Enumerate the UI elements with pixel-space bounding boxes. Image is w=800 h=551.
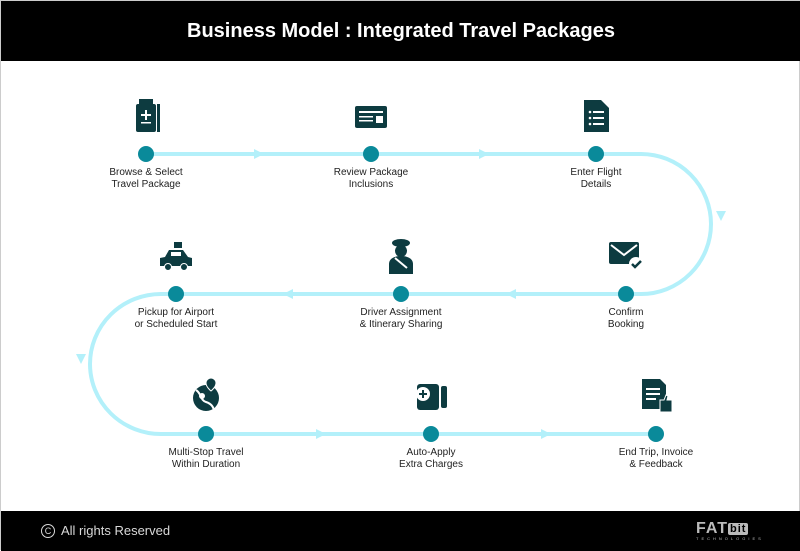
step-dot — [198, 426, 214, 442]
step-label: Review Package Inclusions — [333, 167, 409, 190]
step-label: Auto-Apply Extra Charges — [399, 447, 463, 470]
ticket-card-icon — [351, 96, 391, 136]
mail-check-icon — [606, 236, 646, 276]
step-dot — [393, 286, 409, 302]
step-label: Confirm Booking — [607, 307, 645, 330]
driver-icon — [381, 236, 421, 276]
copyright-text: All rights Reserved — [61, 523, 171, 538]
step-dot — [363, 146, 379, 162]
map-pins-icon — [186, 376, 226, 416]
step-dot — [588, 146, 604, 162]
step-label: End Trip, Invoice & Feedback — [618, 447, 694, 470]
luggage-plus-icon — [411, 376, 451, 416]
step-label: Multi-Stop Travel Within Duration — [168, 447, 244, 470]
page-title: Business Model : Integrated Travel Packa… — [1, 1, 800, 61]
step-dot — [618, 286, 634, 302]
step-dot — [648, 426, 664, 442]
step-label: Browse & Select Travel Package — [109, 167, 183, 190]
step-dot — [168, 286, 184, 302]
step-dot — [423, 426, 439, 442]
step-label: Enter Flight Details — [570, 167, 622, 190]
step-label: Driver Assignment & Itinerary Sharing — [359, 307, 443, 330]
step-dot — [138, 146, 154, 162]
document-list-icon — [576, 96, 616, 136]
taxi-icon — [156, 236, 196, 276]
flow-arrows — [76, 149, 726, 439]
copyright-icon: C — [41, 523, 55, 538]
step-label: Pickup for Airport or Scheduled Start — [134, 307, 218, 330]
passport-icon — [126, 96, 166, 136]
invoice-thumbs-up-icon — [636, 376, 676, 416]
